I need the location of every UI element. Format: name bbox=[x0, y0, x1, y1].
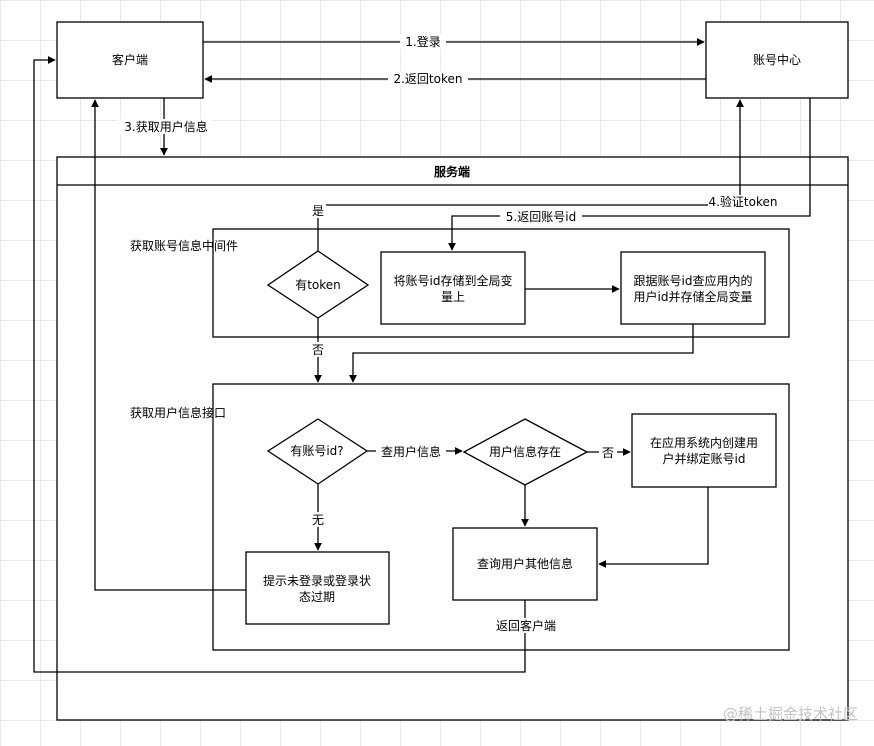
login-label: 1.登录 bbox=[405, 34, 440, 49]
query-user-id-line2: 用户id并存储全局变量 bbox=[634, 289, 753, 304]
not-logged-in-to-client-arrow bbox=[91, 99, 246, 591]
user-exists-label: 用户信息存在 bbox=[489, 444, 561, 459]
create-user-line1: 在应用系统内创建用 bbox=[650, 435, 758, 450]
return-client-arrow bbox=[33, 56, 526, 673]
verify-token-label: 4.验证token bbox=[708, 194, 777, 209]
create-to-query-arrow bbox=[598, 487, 709, 568]
store-account-id-line1: 将账号id存储到全局变 bbox=[394, 273, 513, 288]
query-user-info-label: 查用户信息 bbox=[381, 444, 441, 459]
return-account-id-label: 5.返回账号id bbox=[506, 210, 576, 224]
query-other-info-label: 查询用户其他信息 bbox=[477, 556, 573, 571]
none-label: 无 bbox=[312, 513, 324, 527]
not-logged-in-line2: 态过期 bbox=[299, 590, 335, 604]
yes-label: 是 bbox=[312, 204, 324, 218]
account-center-node: 账号中心 bbox=[705, 21, 849, 99]
store-account-id-line2: 量上 bbox=[441, 290, 465, 304]
query-other-info-node: 查询用户其他信息 bbox=[452, 527, 598, 601]
client-node: 客户端 bbox=[56, 21, 204, 99]
has-token-decision: 有token bbox=[266, 250, 370, 319]
has-token-label: 有token bbox=[295, 278, 341, 292]
store-account-id-node: 将账号id存储到全局变 量上 bbox=[380, 251, 526, 325]
not-logged-in-line1: 提示未登录或登录状 bbox=[263, 573, 371, 588]
query-user-id-line1: 跟据账号id查应用内的 bbox=[634, 273, 753, 288]
return-client-label: 返回客户端 bbox=[496, 618, 556, 633]
not-exist-label: 否 bbox=[602, 446, 614, 460]
query-user-id-node: 跟据账号id查应用内的 用户id并存储全局变量 bbox=[620, 251, 766, 325]
middleware-title: 获取账号信息中间件 bbox=[130, 238, 238, 253]
user-info-api-title: 获取用户信息接口 bbox=[130, 405, 226, 420]
verify-token-arrow bbox=[317, 99, 744, 251]
get-user-info-label: 3.获取用户信息 bbox=[124, 119, 207, 134]
not-logged-in-node: 提示未登录或登录状 态过期 bbox=[245, 551, 390, 625]
return-account-id-arrow bbox=[448, 98, 811, 251]
create-user-node: 在应用系统内创建用 户并绑定账号id bbox=[631, 413, 777, 488]
client-label: 客户端 bbox=[112, 52, 148, 67]
has-account-id-decision: 有账号id? bbox=[266, 418, 369, 485]
no-label: 否 bbox=[312, 343, 324, 357]
create-user-line2: 户并绑定账号id bbox=[663, 451, 746, 466]
has-account-id-label: 有账号id? bbox=[290, 444, 343, 458]
watermark: @稀土掘金技术社区 bbox=[723, 705, 858, 723]
account-center-label: 账号中心 bbox=[753, 52, 801, 67]
server-title: 服务端 bbox=[434, 164, 470, 179]
return-token-label: 2.返回token bbox=[393, 72, 462, 86]
query-to-api-arrow bbox=[349, 324, 694, 383]
